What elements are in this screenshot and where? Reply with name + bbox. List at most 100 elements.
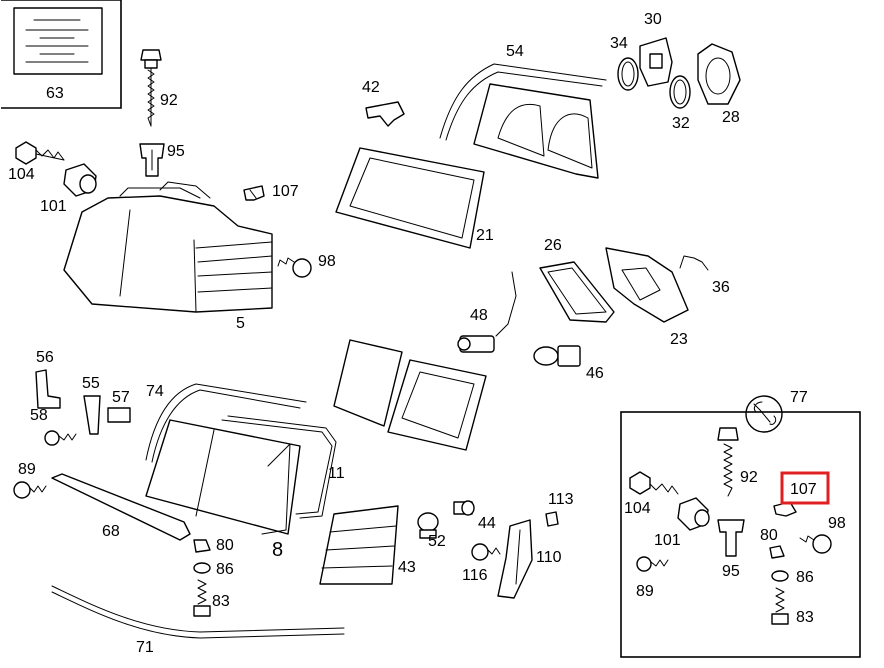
part-30-socket [639,37,673,87]
part-5-headlamp [63,181,273,313]
part-44-bulb [453,500,475,516]
label-32: 32 [672,115,690,132]
label-36: 36 [712,279,730,296]
detail-label-80: 80 [760,527,778,544]
label-89: 89 [18,461,36,478]
part-11-seal [221,415,337,519]
detail-label-98: 98 [828,515,846,532]
label-23: 23 [670,331,688,348]
detail-label-86: 86 [796,569,814,586]
detail-label-95: 95 [722,563,740,580]
detail-label-104: 104 [624,500,651,517]
label-52: 52 [428,533,446,550]
part-28-cap [697,43,741,105]
label-77: 77 [790,389,808,406]
detail-part-89 [636,556,669,572]
part-32-ring [669,75,691,109]
part-86-washer [193,562,211,574]
part-104-screw [15,141,65,165]
label-104: 104 [8,166,35,183]
detail-part-83 [771,587,789,625]
part-42-clip [365,101,405,127]
label-71: 71 [136,639,154,656]
label-21: 21 [476,227,494,244]
label-63: 63 [46,85,64,102]
label-58: 58 [30,407,48,424]
detail-part-104 [629,471,679,495]
label-83: 83 [212,593,230,610]
label-42: 42 [362,79,380,96]
part-34-ring [617,57,639,91]
part-74-trim [145,383,307,463]
label-44: 44 [478,515,496,532]
part-21-frame [335,147,485,249]
label-107: 107 [272,183,299,200]
inset-63: 63 [1,0,122,109]
detail-box: 92 104 101 95 107 80 [620,411,861,658]
part-58-screw [44,430,77,446]
label-116: 116 [462,567,488,584]
label-57: 57 [112,389,130,406]
part-83-screw [193,579,211,617]
label-43: 43 [398,559,416,576]
part-46-bulb [533,345,581,367]
highlight-107 [780,471,830,505]
label-56: 56 [36,349,54,366]
detail-part-98 [799,534,832,554]
wrench-icon [745,395,783,433]
part-101-nut [63,163,97,197]
label-110: 110 [536,549,562,566]
part-52-bulb [417,512,439,539]
part-92-screw [140,49,162,127]
detail-part-86 [771,570,789,582]
label-55: 55 [82,375,100,392]
part-26-gasket [539,261,615,323]
detail-label-92: 92 [740,469,758,486]
label-34: 34 [610,35,628,52]
label-11: 11 [328,465,345,482]
label-113: 113 [548,491,574,508]
label-46: 46 [586,365,604,382]
detail-part-92 [717,427,739,497]
detail-part-80 [769,545,785,559]
label-98: 98 [318,253,336,270]
part-8-lens [145,419,301,535]
detail-part-95 [717,519,745,557]
part-68-strip [51,473,191,541]
part-95-clip [139,143,165,177]
detail-label-101: 101 [654,532,681,549]
label-26: 26 [544,237,562,254]
label-95: 95 [167,143,185,160]
detail-label-83: 83 [796,609,814,626]
part-98-screw [277,257,312,278]
label-101: 101 [40,198,67,215]
part-107-clip [243,185,265,201]
part-55-bracket [83,395,101,435]
detail-part-101 [677,497,710,531]
part-110-bracket [497,519,533,599]
part-80-clip [193,539,211,553]
part-23-housing [605,247,689,323]
label-68: 68 [102,523,120,540]
detail-label-107: 107 [790,481,817,498]
label-86: 86 [216,561,234,578]
part-113-clip [545,511,559,527]
label-28: 28 [722,109,740,126]
part-36-spring-clip [679,255,709,271]
part-71-trim [51,585,345,639]
part-48-bulb [457,271,517,353]
detail-label-89: 89 [636,583,654,600]
label-92: 92 [160,92,178,109]
label-54: 54 [506,43,524,60]
label-48: 48 [470,307,488,324]
part-116-screw [471,543,501,561]
label-5: 5 [236,315,245,332]
part-56-bracket [35,369,61,409]
part-57-clip [107,407,131,423]
part-54-reflector [439,63,607,179]
label-8: 8 [272,539,283,561]
part-fog-lamps [333,339,487,451]
label-80: 80 [216,537,234,554]
part-43-signal [319,505,399,585]
